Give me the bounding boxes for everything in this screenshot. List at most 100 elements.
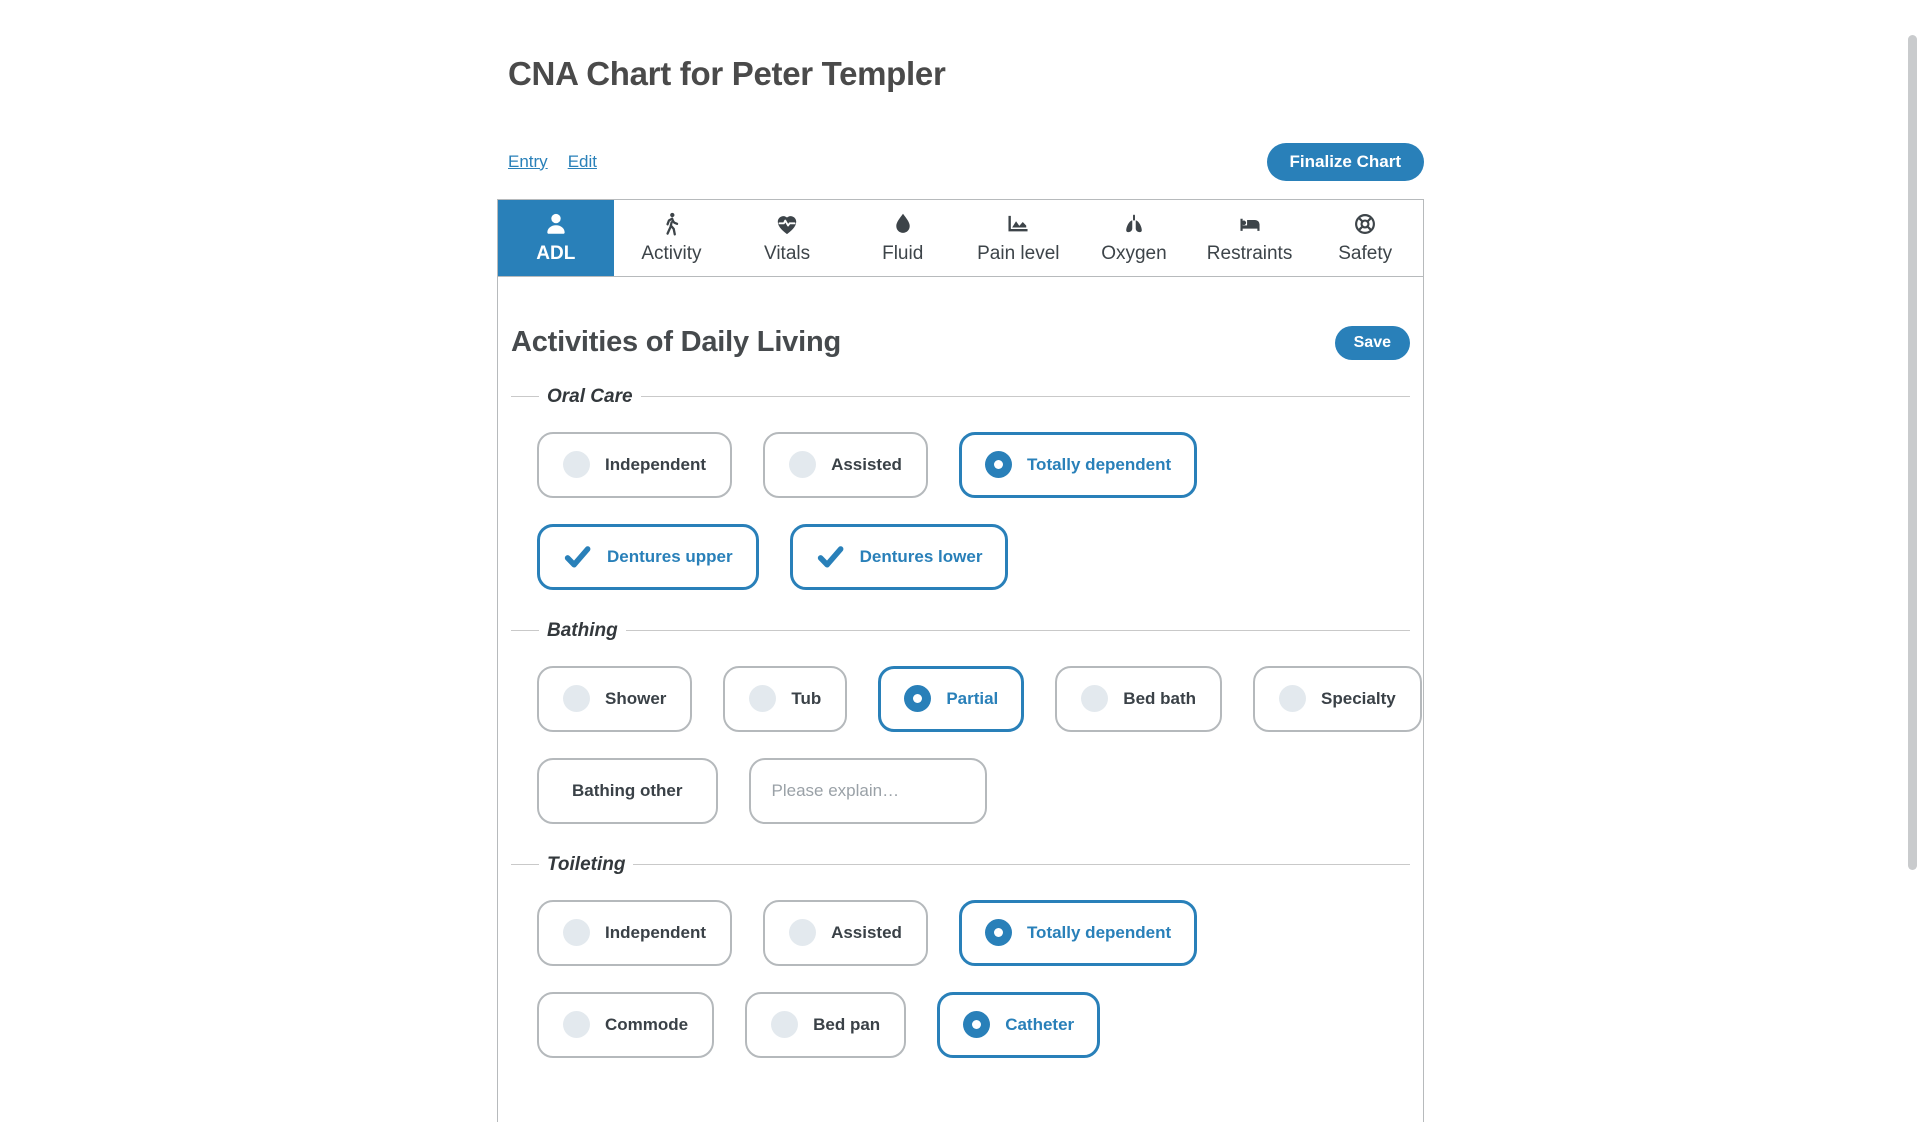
section-title: Activities of Daily Living bbox=[511, 326, 841, 359]
option-label: Partial bbox=[946, 688, 999, 708]
radio-dot-icon bbox=[771, 1011, 799, 1039]
oral-care-options-row: Independent Assisted Totally dependent bbox=[537, 431, 1410, 498]
tab-bar: ADL Activity Vitals Fluid Pain level Oxy… bbox=[498, 199, 1423, 277]
radio-dot-icon bbox=[749, 685, 777, 713]
bathing-group: Bathing Shower Tub Partial bbox=[511, 619, 1422, 828]
radio-dot-icon bbox=[563, 685, 590, 713]
bathing-explain-input[interactable] bbox=[748, 757, 987, 824]
tab-label: Fluid bbox=[882, 242, 924, 264]
option-label: Independent bbox=[605, 454, 707, 474]
radio-oral-independent[interactable]: Independent bbox=[537, 431, 733, 498]
option-label: Bathing other bbox=[572, 780, 683, 800]
tab-vitals[interactable]: Vitals bbox=[729, 200, 845, 276]
oral-care-group: Oral Care Independent Assisted Totally d… bbox=[511, 385, 1410, 594]
toileting-group: Toileting Independent Assisted Totally d… bbox=[511, 853, 1410, 1062]
checkmark-icon bbox=[564, 546, 591, 568]
option-label: Dentures upper bbox=[607, 546, 733, 566]
checkbox-dentures-lower[interactable]: Dentures lower bbox=[789, 523, 1009, 590]
radio-toileting-totally-dependent[interactable]: Totally dependent bbox=[958, 899, 1198, 966]
radio-dot-icon bbox=[563, 451, 590, 479]
radio-dot-icon bbox=[789, 451, 817, 479]
lungs-icon bbox=[1126, 214, 1142, 232]
heart-pulse-icon bbox=[777, 215, 797, 234]
radio-oral-assisted[interactable]: Assisted bbox=[763, 431, 928, 498]
radio-dot-icon bbox=[1279, 685, 1307, 713]
toileting-legend: Toileting bbox=[547, 853, 626, 875]
main-column: CNA Chart for Peter Templer Entry Edit F… bbox=[497, 0, 1424, 1122]
droplet-icon bbox=[895, 213, 910, 233]
section-header: Activities of Daily Living Save bbox=[511, 325, 1410, 360]
tab-adl[interactable]: ADL bbox=[498, 199, 614, 276]
tab-label: Restraints bbox=[1206, 242, 1293, 264]
radio-toileting-assisted[interactable]: Assisted bbox=[763, 899, 928, 966]
life-ring-icon bbox=[1355, 213, 1376, 234]
edit-link[interactable]: Edit bbox=[567, 151, 597, 171]
entry-link[interactable]: Entry bbox=[508, 151, 548, 171]
tab-pain-level[interactable]: Pain level bbox=[961, 200, 1077, 276]
checkbox-dentures-upper[interactable]: Dentures upper bbox=[537, 523, 759, 590]
save-button[interactable]: Save bbox=[1334, 325, 1410, 360]
radio-toileting-commode[interactable]: Commode bbox=[537, 991, 715, 1058]
toolbar: Entry Edit Finalize Chart bbox=[497, 142, 1424, 182]
radio-dot-icon bbox=[563, 1011, 590, 1039]
option-label: Bed pan bbox=[813, 1014, 881, 1034]
toileting-options-row: Independent Assisted Totally dependent bbox=[537, 899, 1410, 966]
bed-icon bbox=[1240, 218, 1260, 231]
tab-activity[interactable]: Activity bbox=[614, 200, 730, 276]
option-label: Tub bbox=[791, 688, 822, 708]
option-label: Commode bbox=[605, 1014, 689, 1034]
bathing-legend: Bathing bbox=[547, 619, 618, 641]
bathing-options-row: Shower Tub Partial Bed bath bbox=[537, 665, 1422, 732]
oral-care-checkbox-row: Dentures upper Dentures lower bbox=[537, 523, 1410, 590]
tab-oxygen[interactable]: Oxygen bbox=[1076, 200, 1192, 276]
radio-dot-icon bbox=[563, 919, 590, 947]
radio-bathing-tub[interactable]: Tub bbox=[723, 665, 848, 732]
option-label: Totally dependent bbox=[1026, 922, 1172, 942]
option-label: Independent bbox=[605, 922, 707, 942]
option-label: Assisted bbox=[831, 454, 902, 474]
view-links: Entry Edit bbox=[508, 152, 597, 172]
radio-toileting-bed-pan[interactable]: Bed pan bbox=[745, 991, 907, 1058]
option-label: Shower bbox=[605, 688, 667, 708]
adl-tab-content: Activities of Daily Living Save Oral Car… bbox=[498, 325, 1423, 1122]
tab-label: ADL bbox=[536, 242, 576, 264]
option-label: Catheter bbox=[1005, 1014, 1075, 1034]
user-icon bbox=[547, 213, 565, 234]
finalize-chart-button[interactable]: Finalize Chart bbox=[1266, 142, 1424, 181]
tab-label: Vitals bbox=[764, 242, 811, 264]
radio-dot-icon bbox=[789, 919, 817, 947]
radio-dot-selected-icon bbox=[984, 919, 1012, 947]
radio-dot-selected-icon bbox=[963, 1011, 991, 1039]
tab-label: Pain level bbox=[977, 242, 1060, 264]
radio-toileting-catheter[interactable]: Catheter bbox=[937, 991, 1101, 1058]
radio-dot-selected-icon bbox=[904, 685, 932, 713]
area-chart-icon bbox=[1008, 215, 1028, 232]
option-label: Specialty bbox=[1321, 688, 1396, 708]
page-title: CNA Chart for Peter Templer bbox=[508, 55, 946, 92]
tab-label: Activity bbox=[641, 242, 702, 264]
radio-bathing-shower[interactable]: Shower bbox=[537, 665, 693, 732]
checkmark-icon bbox=[817, 546, 844, 568]
radio-bathing-specialty[interactable]: Specialty bbox=[1253, 665, 1422, 732]
tab-safety[interactable]: Safety bbox=[1307, 200, 1423, 276]
checkbox-bathing-other[interactable]: Bathing other bbox=[537, 757, 718, 824]
tab-restraints[interactable]: Restraints bbox=[1192, 200, 1308, 276]
vertical-scrollbar-thumb[interactable] bbox=[1908, 35, 1917, 870]
option-label: Dentures lower bbox=[859, 546, 983, 566]
chart-panel: ADL Activity Vitals Fluid Pain level Oxy… bbox=[497, 198, 1424, 1122]
radio-dot-icon bbox=[1081, 685, 1109, 713]
toileting-method-row: Commode Bed pan Catheter bbox=[537, 991, 1410, 1058]
radio-bathing-bed-bath[interactable]: Bed bath bbox=[1055, 665, 1223, 732]
option-label: Totally dependent bbox=[1026, 454, 1172, 474]
radio-oral-totally-dependent[interactable]: Totally dependent bbox=[958, 431, 1198, 498]
option-label: Bed bath bbox=[1123, 688, 1197, 708]
tab-fluid[interactable]: Fluid bbox=[845, 200, 961, 276]
bathing-other-row: Bathing other bbox=[537, 757, 1410, 824]
radio-bathing-partial[interactable]: Partial bbox=[878, 665, 1025, 732]
tab-label: Safety bbox=[1338, 242, 1393, 264]
radio-toileting-independent[interactable]: Independent bbox=[537, 899, 733, 966]
option-label: Assisted bbox=[831, 922, 902, 942]
radio-dot-selected-icon bbox=[984, 451, 1012, 479]
tab-label: Oxygen bbox=[1101, 242, 1167, 264]
walking-icon bbox=[666, 212, 679, 236]
